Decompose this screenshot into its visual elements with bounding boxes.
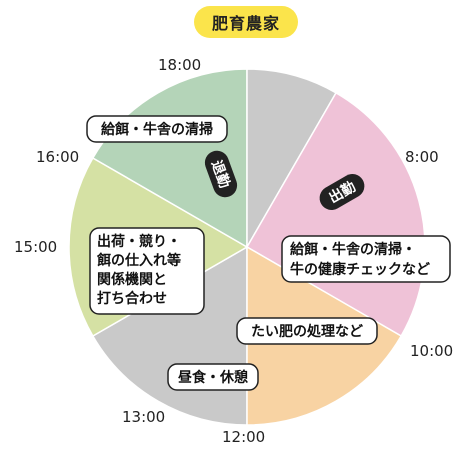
- lunch-label: 昼食・休憩: [178, 369, 248, 386]
- feeding-morning-label-line2: 牛の健康チェックなど: [290, 261, 430, 278]
- feeding-evening-box: 給餌・牛舎の清掃: [86, 115, 228, 143]
- shipping-label-line3: 関係機関と: [97, 271, 167, 288]
- page-title: 肥育農家: [194, 6, 298, 38]
- shipping-label-line2: 餌の仕入れ等: [96, 252, 181, 269]
- time-label-15: 15:00: [14, 238, 58, 256]
- wedge-lunch: [246, 68, 338, 250]
- time-label-18: 18:00: [158, 56, 202, 74]
- wedge-compost: [91, 68, 248, 249]
- compost-box: たい肥の処理など: [236, 317, 378, 345]
- time-label-16: 16:00: [36, 148, 80, 166]
- time-label-12: 12:00: [222, 428, 266, 446]
- feeding-evening-label: 給餌・牛舎の清掃: [101, 121, 213, 138]
- shipping-label-line1: 出荷・競り・: [97, 233, 181, 250]
- feeding-morning-box: 給餌・牛舎の清掃・ 牛の健康チェックなど: [281, 235, 451, 283]
- time-label-10: 10:00: [410, 342, 454, 360]
- lunch-box: 昼食・休憩: [167, 363, 259, 391]
- shipping-label-line4: 打ち合わせ: [97, 290, 167, 307]
- compost-label: たい肥の処理など: [251, 323, 363, 340]
- time-label-13: 13:00: [122, 408, 166, 426]
- shipping-box: 出荷・競り・ 餌の仕入れ等 関係機関と 打ち合わせ: [89, 227, 205, 315]
- feeding-morning-label-line1: 給餌・牛舎の清掃・: [290, 241, 416, 258]
- time-label-8: 8:00: [405, 148, 439, 166]
